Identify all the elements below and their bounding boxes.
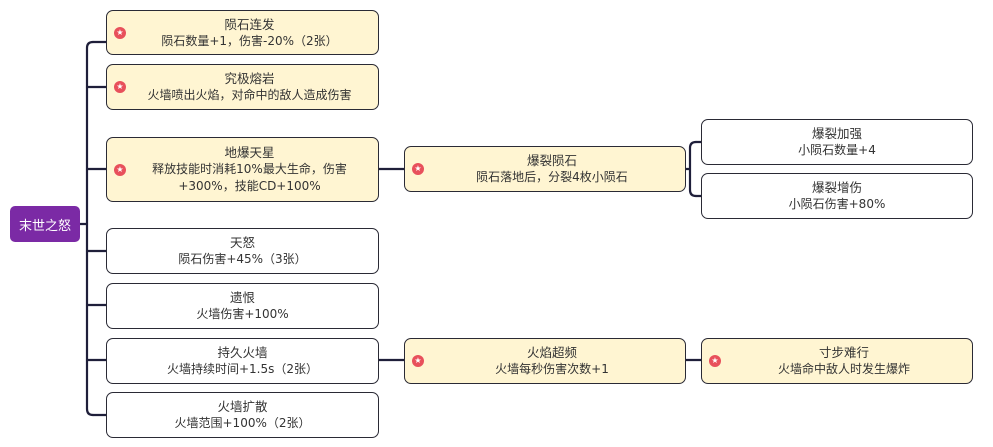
star-icon: ★	[709, 355, 721, 367]
star-icon: ★	[114, 163, 126, 176]
node-desc: +300%，技能CD+100%	[178, 179, 321, 193]
node-lingering-hate[interactable]: 遗恨 火墙伤害+100%	[106, 283, 379, 329]
node-desc: 火墙每秒伤害次数+1	[495, 362, 609, 376]
node-ultimate-lava[interactable]: ★ 究极熔岩 火墙喷出火焰，对命中的敌人造成伤害	[106, 64, 379, 110]
node-hard-step[interactable]: ★ 寸步难行 火墙命中敌人时发生爆炸	[701, 338, 973, 384]
node-desc: 火墙喷出火焰，对命中的敌人造成伤害	[147, 88, 352, 102]
node-title: 陨石连发	[224, 16, 275, 32]
node-desc: 火墙范围+100%（2张）	[174, 416, 311, 430]
node-desc: 火墙伤害+100%	[196, 307, 289, 321]
node-lasting-firewall[interactable]: 持久火墙 火墙持续时间+1.5s（2张）	[106, 338, 379, 384]
root-node[interactable]: 末世之怒	[10, 206, 80, 242]
node-title: 爆裂加强	[811, 126, 862, 141]
node-firewall-spread[interactable]: 火墙扩散 火墙范围+100%（2张）	[106, 392, 379, 438]
star-icon: ★	[114, 81, 126, 93]
node-title: 爆裂陨石	[526, 153, 577, 168]
node-title: 火墙扩散	[217, 399, 268, 414]
node-desc: 小陨石伤害+80%	[788, 197, 886, 211]
node-desc: 小陨石数量+4	[798, 143, 876, 157]
node-heaven-wrath[interactable]: 天怒 陨石伤害+45%（3张）	[106, 228, 379, 274]
node-desc: 陨石落地后，分裂4枚小陨石	[476, 170, 628, 184]
node-title: 遗恨	[229, 290, 255, 305]
node-title: 地爆天星	[224, 145, 275, 160]
node-desc: 陨石数量+1，伤害-20%（2张）	[161, 33, 338, 48]
node-title: 天怒	[229, 235, 255, 250]
star-icon: ★	[412, 355, 424, 367]
node-title: 持久火墙	[217, 345, 268, 360]
node-desc: 释放技能时消耗10%最大生命，伤害	[152, 162, 347, 176]
connector-root-spine	[85, 40, 95, 417]
node-desc: 陨石伤害+45%（3张）	[178, 252, 307, 266]
node-flame-overclock[interactable]: ★ 火焰超频 火墙每秒伤害次数+1	[404, 338, 686, 384]
node-title: 究极熔岩	[224, 71, 275, 86]
root-label: 末世之怒	[18, 218, 71, 234]
node-burst-damage[interactable]: 爆裂增伤 小陨石伤害+80%	[701, 173, 973, 219]
node-desc: 火墙持续时间+1.5s（2张）	[166, 362, 319, 376]
node-earth-burst[interactable]: ★ 地爆天星 释放技能时消耗10%最大生命，伤害 +300%，技能CD+100%	[106, 137, 379, 202]
node-split-meteor[interactable]: ★ 爆裂陨石 陨石落地后，分裂4枚小陨石	[404, 146, 686, 192]
star-icon: ★	[412, 163, 424, 175]
node-meteor-burst[interactable]: ★ 陨石连发 陨石数量+1，伤害-20%（2张）	[106, 10, 379, 55]
star-icon: ★	[114, 26, 126, 39]
connector-split-spine	[684, 140, 698, 198]
node-burst-enhance[interactable]: 爆裂加强 小陨石数量+4	[701, 119, 973, 165]
node-title: 火焰超频	[526, 345, 577, 360]
node-title: 爆裂增伤	[811, 180, 862, 195]
node-desc: 火墙命中敌人时发生爆炸	[777, 362, 910, 376]
node-title: 寸步难行	[818, 345, 869, 360]
